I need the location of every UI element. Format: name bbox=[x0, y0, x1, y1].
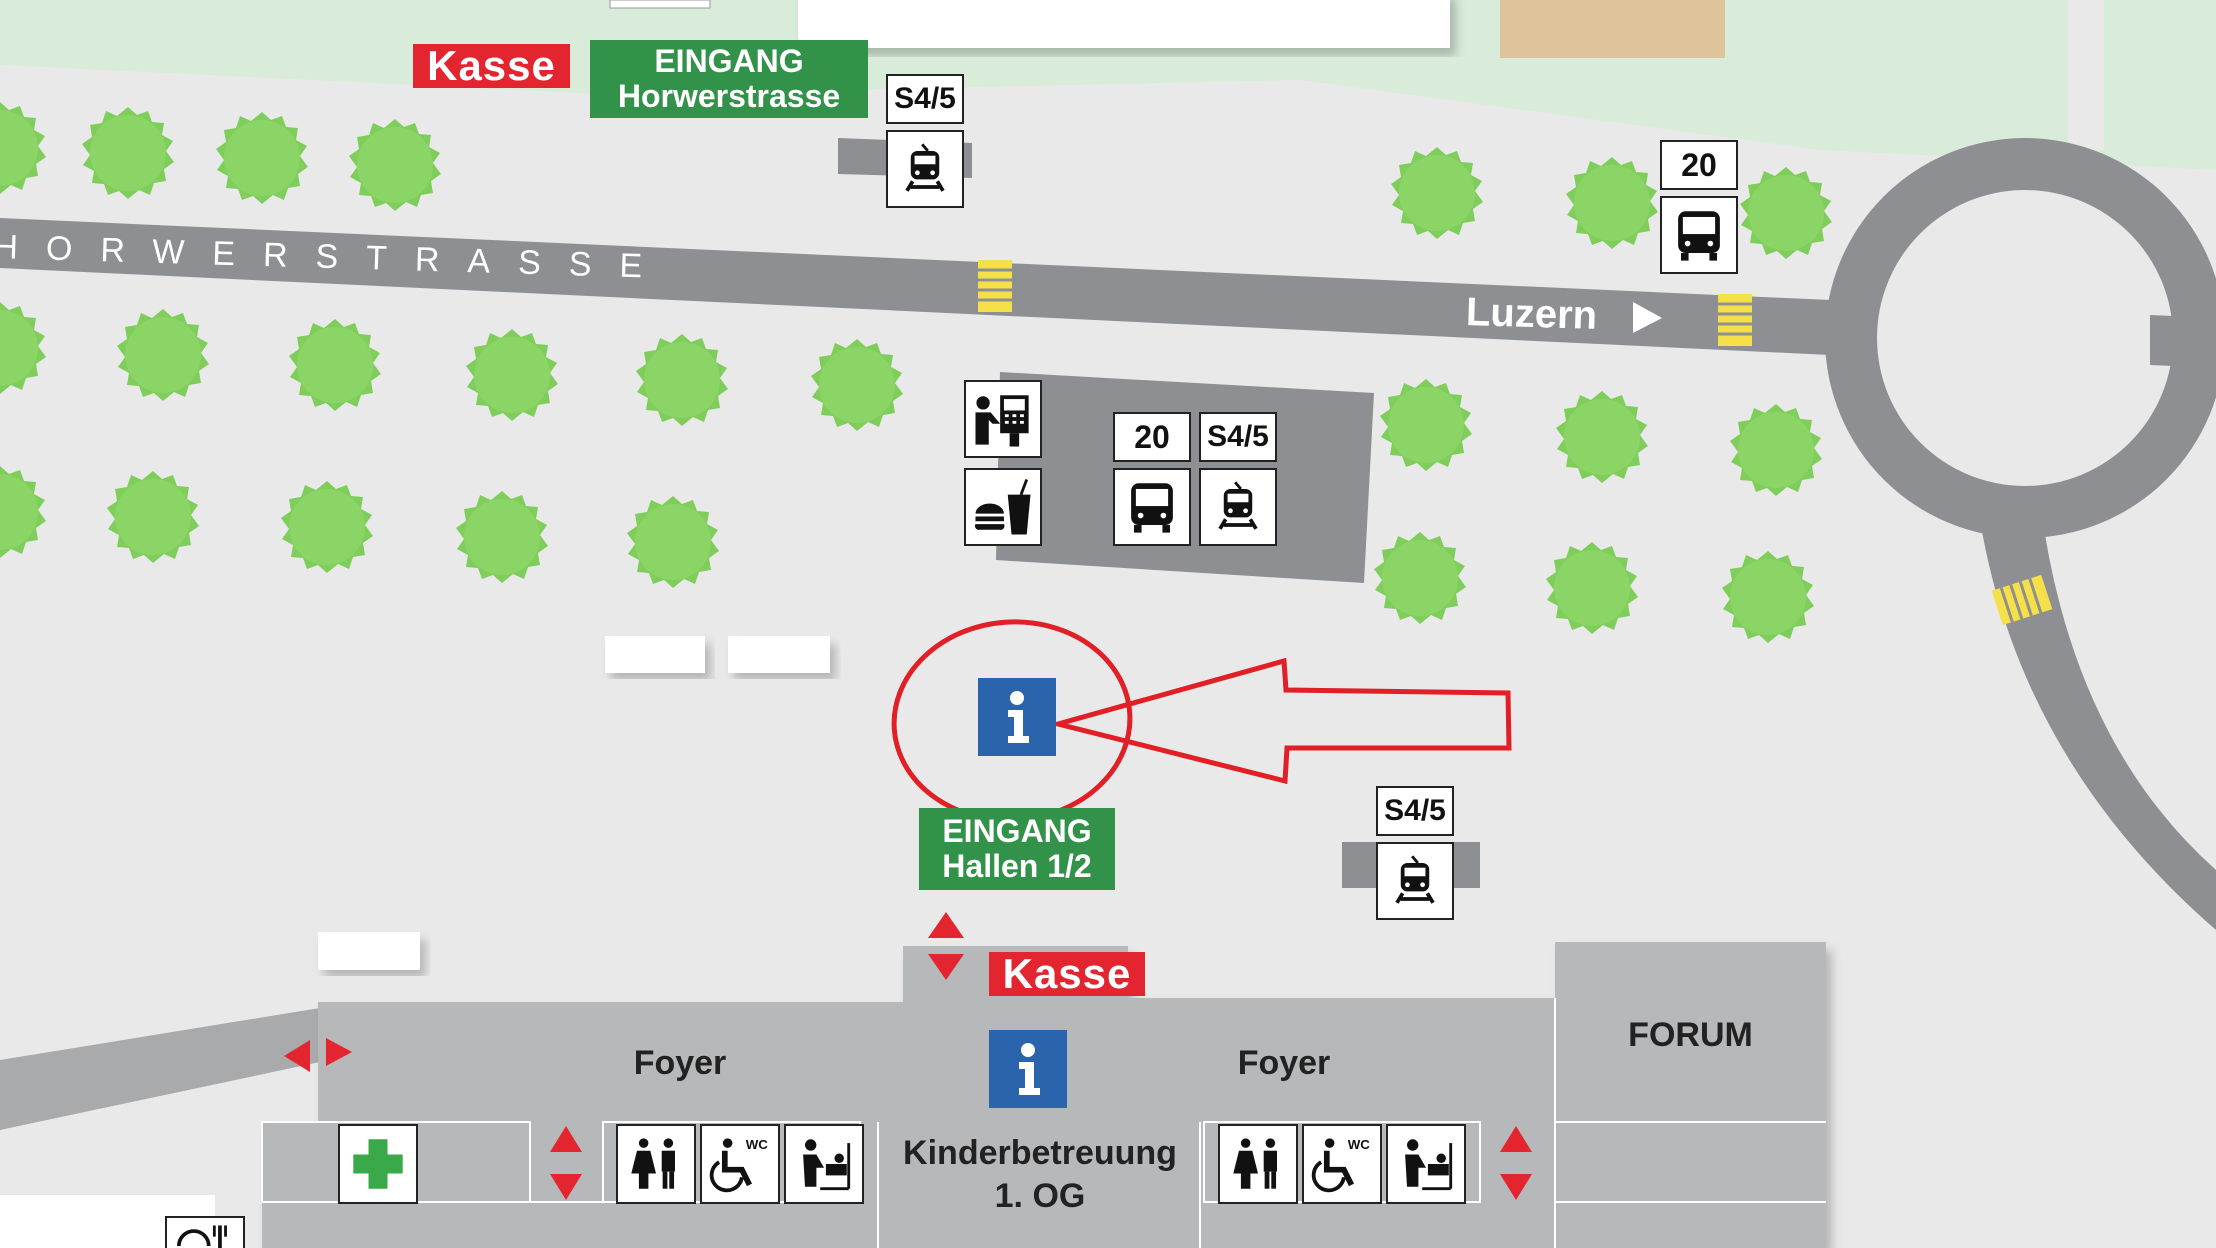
eingang-hallen-label: EINGANG Hallen 1/2 bbox=[919, 808, 1115, 890]
train-icon bbox=[1199, 468, 1277, 546]
accessible-wc-icon: WC bbox=[700, 1124, 780, 1204]
bench bbox=[605, 636, 705, 673]
toilets-icon bbox=[1218, 1124, 1298, 1204]
baby-change-icon bbox=[1386, 1124, 1466, 1204]
kinderbetreuung-label: Kinderbetreuung 1. OG bbox=[880, 1132, 1200, 1217]
eingang-hallen-line2: Hallen 1/2 bbox=[942, 848, 1092, 884]
building-top-white bbox=[798, 0, 1450, 48]
foyer-right-label: Foyer bbox=[1237, 1044, 1331, 1082]
baby-change-icon bbox=[784, 1124, 864, 1204]
walkway bbox=[0, 1008, 320, 1130]
road-curve bbox=[1980, 500, 2216, 930]
eingang-hallen-line1: EINGANG bbox=[942, 813, 1092, 850]
route-label-bus-top: 20 bbox=[1660, 140, 1738, 190]
kinder-line1: Kinderbetreuung bbox=[903, 1134, 1177, 1172]
route-label-bus-mid: 20 bbox=[1113, 412, 1191, 462]
snack-icon bbox=[964, 468, 1042, 546]
eingang-label-line1: EINGANG bbox=[654, 43, 804, 80]
train-icon bbox=[1376, 842, 1454, 920]
bus-icon bbox=[1660, 196, 1738, 274]
accessible-wc-icon: WC bbox=[1302, 1124, 1382, 1204]
footpath bbox=[2068, 0, 2104, 150]
foyer-left-label: Foyer bbox=[633, 1044, 727, 1082]
eingang-label-line2: Horwerstrasse bbox=[617, 78, 841, 114]
wc-text: WC bbox=[1348, 1137, 1371, 1152]
route-label-train-top: S4/5 bbox=[886, 74, 964, 124]
ticket-machine-icon bbox=[964, 380, 1042, 458]
bench bbox=[728, 636, 830, 673]
route-label-train-mid: S4/5 bbox=[1199, 412, 1277, 462]
kasse-label-bottom: Kasse bbox=[989, 951, 1145, 997]
train-icon bbox=[886, 130, 964, 208]
luzern-label: Luzern bbox=[1465, 290, 1598, 338]
first-aid-icon bbox=[338, 1124, 418, 1204]
building-top-small bbox=[609, 0, 711, 9]
forum-label: FORUM bbox=[1628, 1016, 1753, 1054]
kinder-line2: 1. OG bbox=[994, 1176, 1086, 1215]
luzern-arrow-icon bbox=[1633, 302, 1662, 333]
info-icon bbox=[978, 678, 1056, 756]
direction-arrows bbox=[284, 912, 1532, 1200]
bench bbox=[318, 932, 420, 970]
route-label-train-lower: S4/5 bbox=[1376, 786, 1454, 836]
horwerstrasse-road bbox=[0, 218, 1830, 355]
restaurant-icon bbox=[165, 1216, 245, 1248]
bus-icon bbox=[1113, 468, 1191, 546]
kasse-label-top: Kasse bbox=[413, 43, 570, 89]
wc-text: WC bbox=[746, 1137, 769, 1152]
eingang-horwerstrasse-label: EINGANG Horwerstrasse bbox=[590, 40, 868, 118]
building-tan bbox=[1500, 0, 1725, 58]
info-icon bbox=[989, 1030, 1067, 1108]
toilets-icon bbox=[616, 1124, 696, 1204]
